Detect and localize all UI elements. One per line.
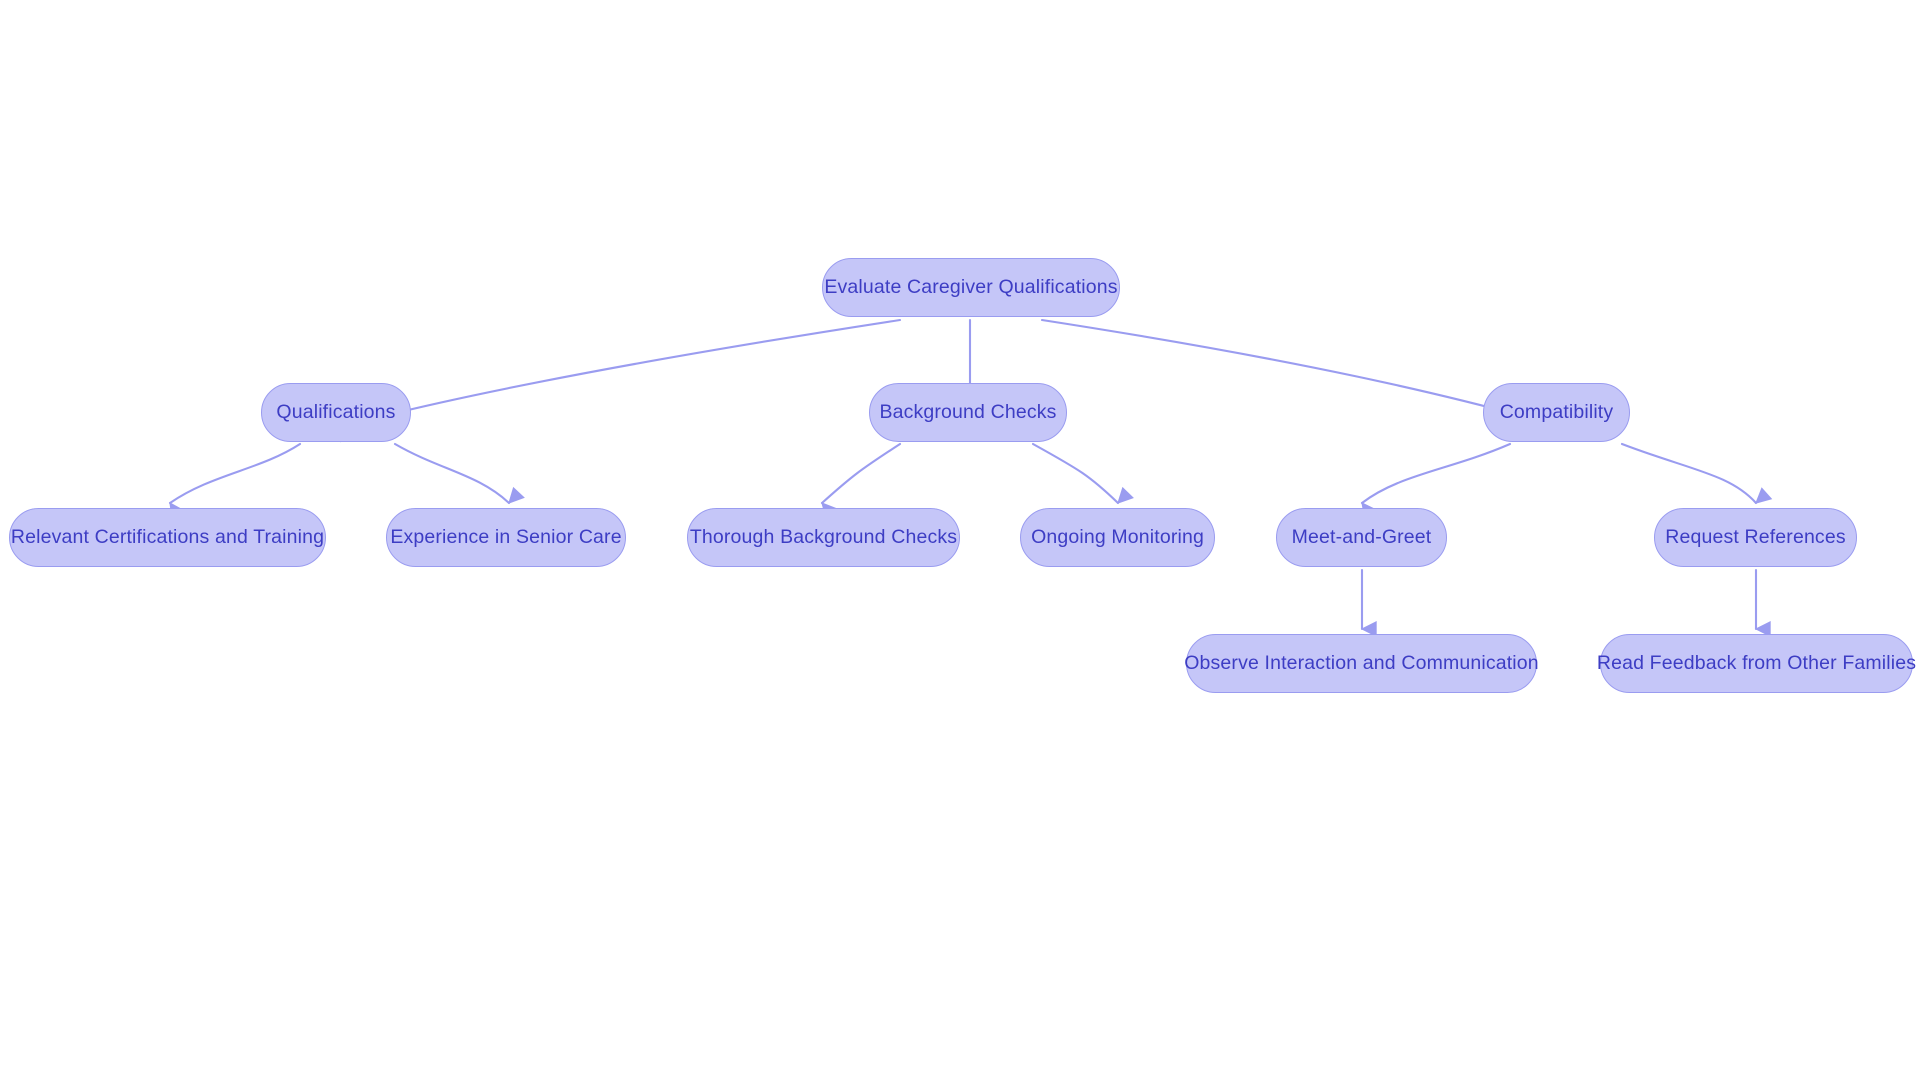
edge-compatibility-to-request-references [1620,442,1773,505]
node-label-background-checks: Background Checks [879,400,1057,423]
node-read-feedback[interactable]: Read Feedback from Other Families [1596,634,1917,693]
node-label-compatibility: Compatibility [1499,400,1614,423]
node-label-request-references: Request References [1665,525,1846,548]
edge-background-checks-to-ongoing-monitoring [1031,442,1134,505]
edge-root-to-compatibility [1040,318,1570,428]
node-experience-senior-care[interactable]: Experience in Senior Care [386,508,626,567]
edge-root-to-qualifications [340,318,902,443]
node-qualifications[interactable]: Qualifications [261,383,411,442]
node-label-meet-and-greet: Meet-and-Greet [1291,525,1432,548]
node-background-checks[interactable]: Background Checks [869,383,1067,442]
edge-compatibility-to-meet-and-greet [1360,442,1512,520]
node-label-observe-interaction: Observe Interaction and Communication [1184,651,1539,674]
node-label-qualifications: Qualifications [276,400,396,423]
node-observe-interaction[interactable]: Observe Interaction and Communication [1184,634,1539,693]
node-compatibility[interactable]: Compatibility [1483,383,1630,442]
node-request-references[interactable]: Request References [1654,508,1857,567]
node-label-ongoing-monitoring: Ongoing Monitoring [1031,525,1204,548]
edge-qualifications-to-experience-senior-care [393,442,525,505]
node-label-thorough-background-checks: Thorough Background Checks [689,525,958,548]
node-label-root: Evaluate Caregiver Qualifications [824,275,1118,298]
node-label-relevant-certifications: Relevant Certifications and Training [10,525,325,548]
edges-group [168,318,1773,637]
node-label-read-feedback: Read Feedback from Other Families [1596,651,1917,674]
node-root[interactable]: Evaluate Caregiver Qualifications [822,258,1120,317]
node-ongoing-monitoring[interactable]: Ongoing Monitoring [1020,508,1215,567]
node-meet-and-greet[interactable]: Meet-and-Greet [1276,508,1447,567]
node-thorough-background-checks[interactable]: Thorough Background Checks [687,508,960,567]
edge-qualifications-to-relevant-certifications [168,442,302,520]
node-label-experience-senior-care: Experience in Senior Care [390,525,622,548]
edge-background-checks-to-thorough-background-checks [820,442,902,520]
node-relevant-certifications[interactable]: Relevant Certifications and Training [9,508,326,567]
